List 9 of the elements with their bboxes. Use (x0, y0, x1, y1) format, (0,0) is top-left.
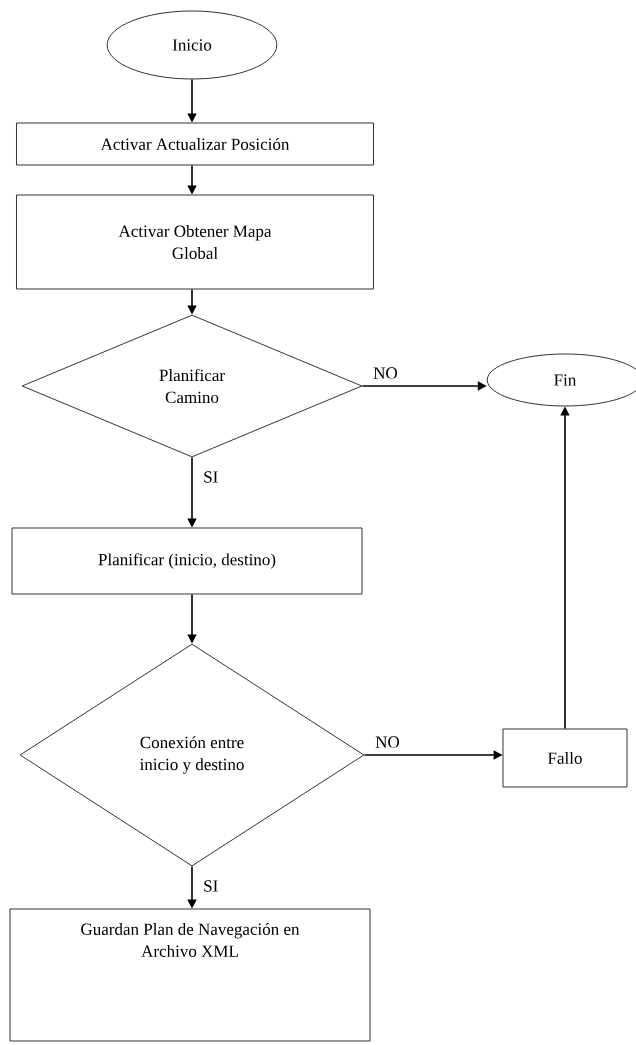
process-box: Guardan Plan de Navegación en Archivo XML (9, 908, 371, 1042)
process-box: Activar Obtener Mapa Global (16, 194, 374, 290)
process-box: Fallo (502, 728, 628, 788)
process-box: Planificar (inicio, destino) (11, 527, 363, 595)
edge-label: NO (374, 735, 401, 749)
edge-label: NO (372, 366, 399, 380)
edge-label: SI (202, 879, 220, 893)
edge-label: SI (202, 470, 220, 484)
process-box: Activar Actualizar Posición (16, 122, 374, 166)
